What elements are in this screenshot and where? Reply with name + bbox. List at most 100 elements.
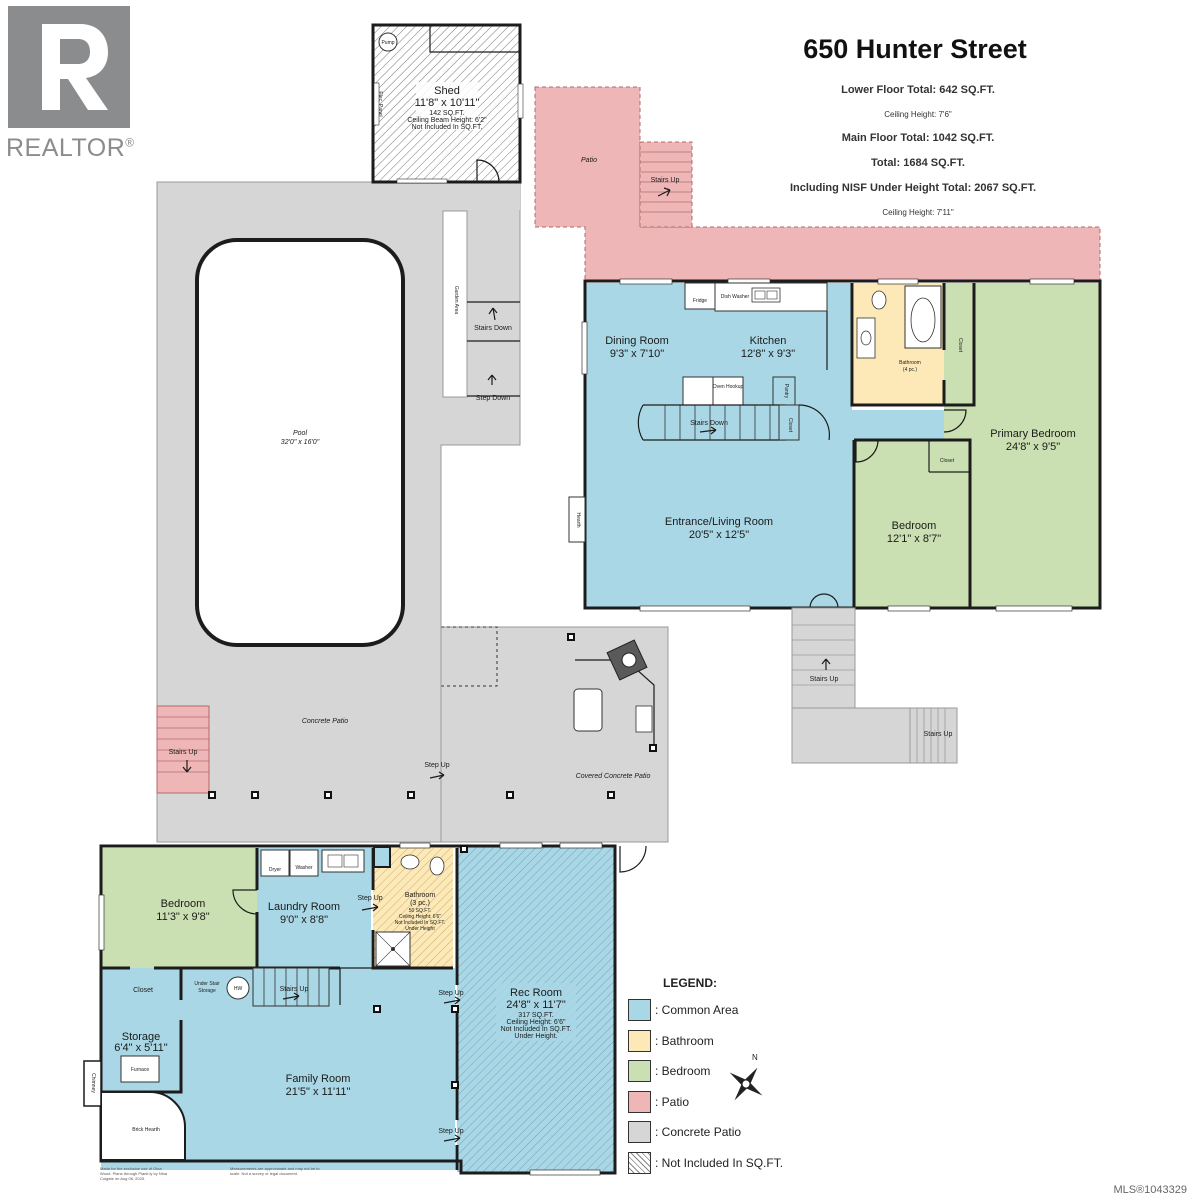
- bath-step-up-label: Step Up: [357, 895, 382, 902]
- rec-step-up-label-1: Step Up: [438, 990, 463, 997]
- shed-sqft: 142 SQ.FT.: [429, 110, 464, 117]
- storage-dims: 6'4" x 5'11": [114, 1042, 167, 1054]
- dryer: [260, 849, 290, 877]
- left-patio-stairs: Stairs Up: [156, 705, 210, 794]
- bedroom-main-name: Bedroom: [892, 520, 937, 532]
- under-stair-label-1: Under Stair: [194, 981, 220, 987]
- pantry-label: Pantry: [783, 384, 789, 399]
- furnace: [120, 1055, 160, 1083]
- main-ceiling-height: Ceiling Height: 7'11": [882, 208, 954, 217]
- fridge-label: Fridge: [693, 298, 707, 304]
- disclaimer-left: Made for the exclusive use of Gina Wood.…: [100, 1166, 168, 1181]
- chimney-label: Chimney: [90, 1073, 96, 1093]
- dishwasher-label: Dish Washer: [721, 294, 750, 300]
- realtor-r-logo: [8, 6, 130, 128]
- page-title: 650 Hunter Street: [803, 34, 1027, 64]
- nisf-total: Including NISF Under Height Total: 2067 …: [789, 182, 1037, 194]
- dining-room-name: Dining Room: [605, 335, 669, 347]
- legend-item-patio: : Patio: [628, 1090, 828, 1113]
- stairs-down-label: Stairs Down: [474, 325, 512, 332]
- legend-swatch-patio: [628, 1090, 651, 1113]
- lower-ceiling-height: Ceiling Height: 7'6": [884, 110, 952, 119]
- stairs-down-main-label: Stairs Down: [690, 420, 728, 427]
- total-sqft: Total: 1684 SQ.FT.: [871, 157, 965, 169]
- oven-label: Oven Hookup: [713, 384, 744, 390]
- legend-swatch-concrete: [628, 1121, 651, 1143]
- vanity-lower: [400, 854, 420, 870]
- rec-room-note: Not Included In SQ.FT.: [501, 1026, 572, 1033]
- family-room-name: Family Room: [286, 1073, 351, 1085]
- kitchen-name: Kitchen: [750, 335, 787, 347]
- left-stairs-up-label: Stairs Up: [169, 749, 198, 756]
- under-stair-label-2: Storage: [198, 988, 216, 994]
- storage-name: Storage: [122, 1031, 161, 1043]
- dryer-label: Dryer: [269, 867, 282, 873]
- bedroom-lower-name: Bedroom: [161, 898, 206, 910]
- legend-swatch-bathroom: [628, 1029, 651, 1052]
- mls-number: MLS®1043329: [1113, 1184, 1187, 1196]
- lower-bath-note: Not Included In SQ.FT.: [395, 920, 446, 926]
- primary-bedroom-name: Primary Bedroom: [990, 428, 1076, 440]
- lower-bath-ceiling: Ceiling Height: 6'6": [399, 914, 441, 920]
- rec-room-under: Under Height.: [514, 1033, 557, 1040]
- brick-hearth-label: Brick Hearth: [132, 1127, 160, 1133]
- bedroom-closet-label: Closet: [940, 458, 955, 464]
- legend-item-not-included: : Not Included In SQ.FT.: [628, 1151, 828, 1174]
- main-bath-name: Bathroom: [899, 360, 921, 366]
- shed-name: Shed: [434, 85, 460, 97]
- shed: Pump Elec. Panel Shed 11'8" x 10'11" 142…: [371, 23, 524, 184]
- bathtub: [904, 285, 942, 349]
- outdoor-sink: [635, 705, 653, 733]
- legend-item-concrete: : Concrete Patio: [628, 1121, 828, 1143]
- pump-label: Pump: [381, 40, 394, 46]
- main-floor: Fridge Dish Washer Oven Hookup Pantry St…: [568, 278, 1102, 612]
- washer: [289, 849, 319, 877]
- disclaimer-right: Measurements are approximate and may not…: [230, 1166, 320, 1176]
- compass-north: N: [752, 1053, 758, 1062]
- living-room-dims: 20'5" x 12'5": [689, 529, 749, 541]
- lower-floor: Brick Hearth Chimney Dryer Washer Bathro…: [83, 842, 647, 1176]
- hearth: [568, 496, 586, 543]
- covered-patio-label: Covered Concrete Patio: [576, 773, 651, 780]
- primary-bedroom-dims: 24'8" x 9'5": [1006, 441, 1060, 453]
- elec-panel-label: Elec. Panel: [377, 91, 383, 116]
- brick-hearth: [100, 1091, 186, 1161]
- patio-posts: [208, 633, 657, 799]
- main-bath-detail: (4 pc.): [903, 367, 918, 373]
- pool-name: Pool: [293, 430, 307, 437]
- washer-label: Washer: [295, 865, 312, 871]
- water-heater: [226, 976, 250, 1000]
- concrete-patio-label: Concrete Patio: [302, 718, 348, 725]
- kitchen-sink: [751, 287, 781, 303]
- laundry-room-name: Laundry Room: [268, 901, 340, 913]
- main-patio: Patio Stairs Up: [534, 86, 1101, 281]
- toilet-lower: [429, 856, 445, 876]
- lower-floor-total: Lower Floor Total: 642 SQ.FT.: [841, 84, 995, 96]
- closet-main-entry-label: Closet: [787, 418, 793, 433]
- hearth-label: Hearth: [575, 512, 581, 527]
- front-stairs-up-label: Stairs Up: [810, 676, 839, 683]
- shed-dims: 11'8" x 10'11": [415, 97, 480, 109]
- laundry-room-dims: 9'0" x 8'8": [280, 914, 328, 926]
- legend-item-common: : Common Area: [628, 999, 828, 1021]
- pool-dims: 32'0" x 16'0": [281, 439, 320, 446]
- family-room-dims: 21'5" x 11'11": [286, 1086, 351, 1098]
- chimney: [83, 1060, 102, 1107]
- lower-stairs-up-label: Stairs Up: [280, 986, 309, 993]
- rec-room-ceiling: Ceiling Height: 6'6": [506, 1019, 566, 1026]
- rec-room-sqft: 317 SQ.FT.: [518, 1012, 553, 1019]
- bedroom-main-dims: 12'1" x 8'7": [887, 533, 941, 545]
- lower-bath-under: Under Height: [405, 926, 435, 932]
- shed-ceiling: Ceiling Beam Height: 6'2": [407, 117, 487, 124]
- step-down-label: Step Down: [476, 395, 510, 402]
- fridge: [684, 282, 716, 310]
- living-room-name: Entrance/Living Room: [665, 516, 773, 528]
- front-stairs: Stairs Up Stairs Up: [791, 607, 958, 764]
- legend-title: LEGEND:: [663, 976, 717, 990]
- legend-swatch-bedroom: [628, 1060, 651, 1082]
- rec-room-dims: 24'8" x 11'7": [506, 999, 566, 1011]
- rec-step-up-label-2: Step Up: [438, 1128, 463, 1135]
- laundry-sink: [321, 849, 365, 873]
- bedroom-lower-dims: 11'3" x 9'8": [156, 911, 209, 923]
- patio-label: Patio: [581, 157, 597, 164]
